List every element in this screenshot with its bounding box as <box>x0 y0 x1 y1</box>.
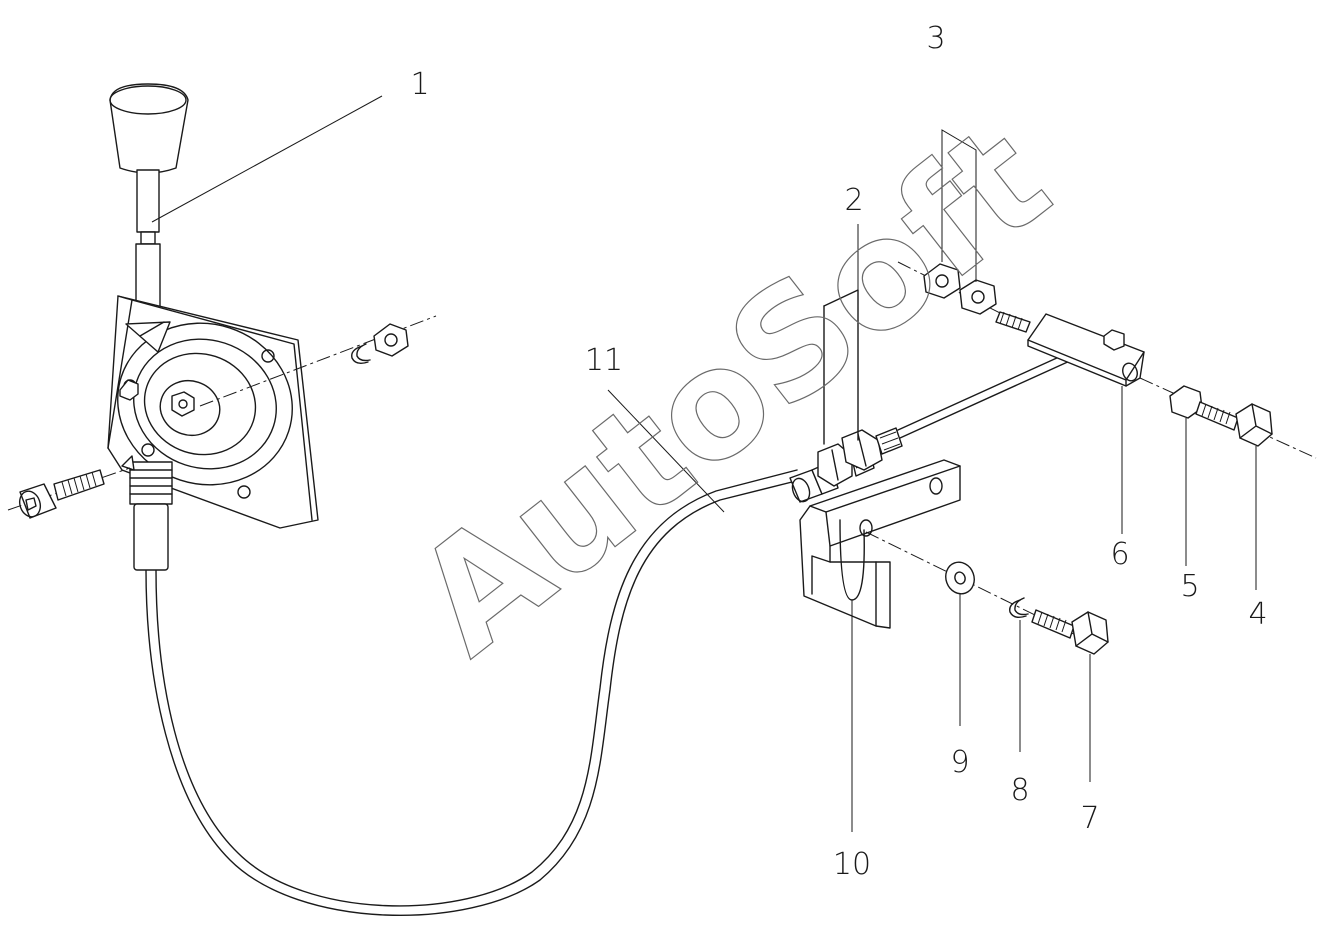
callout-11: 11 <box>585 343 623 378</box>
snap-ring-and-nut <box>199 315 437 407</box>
watermark: AutoSoft <box>385 92 1080 688</box>
callout-2: 2 <box>844 183 863 218</box>
callout-8: 8 <box>1010 773 1029 808</box>
washer-ring-bolt <box>865 531 1109 655</box>
callout-4: 4 <box>1248 597 1267 632</box>
callout-9: 9 <box>950 745 969 780</box>
control-cable <box>145 469 801 916</box>
lock-nuts <box>897 261 1003 315</box>
nut-and-bolt-right <box>1139 377 1317 459</box>
callout-7: 7 <box>1080 801 1099 836</box>
callout-5: 5 <box>1180 569 1199 604</box>
leader-lines <box>151 95 1257 832</box>
lever-assembly <box>107 83 319 571</box>
cable-end-fittings <box>789 351 1073 503</box>
callout-1: 1 <box>410 67 429 102</box>
callout-6: 6 <box>1110 537 1129 572</box>
socket-head-screw <box>7 467 131 519</box>
callouts: 1 2 3 4 5 6 7 8 9 10 11 <box>410 21 1267 882</box>
bracket <box>799 459 961 629</box>
callout-10: 10 <box>833 847 871 882</box>
callout-3: 3 <box>926 21 945 56</box>
